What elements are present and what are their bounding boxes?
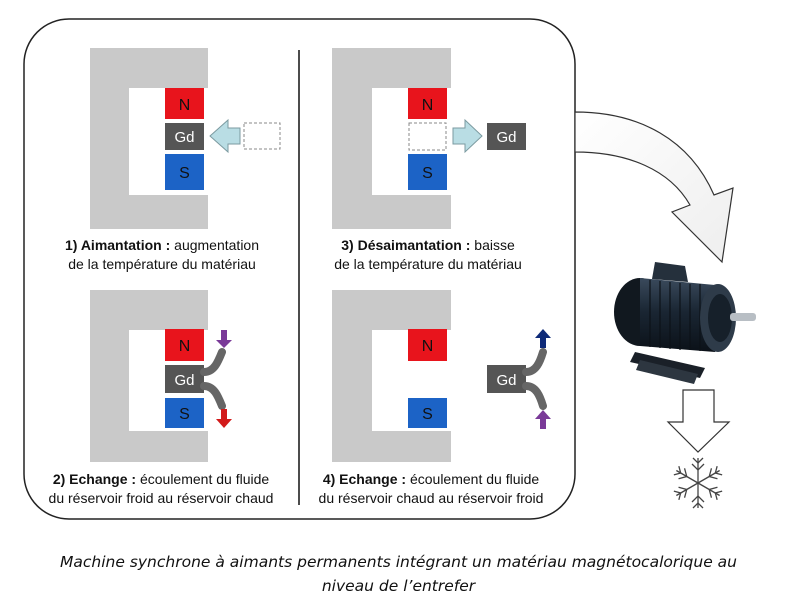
magnet-yoke (332, 290, 451, 462)
panel-2-subtitle: écoulement du fluide (136, 471, 270, 487)
south-pole (408, 154, 447, 190)
north-pole (408, 88, 447, 119)
panel-1-line2: de la température du matériau (68, 256, 256, 272)
north-label: N (422, 97, 434, 114)
up-arrow-icon (535, 329, 551, 348)
panel-3-subtitle: baisse (470, 237, 515, 253)
gd-block (165, 365, 204, 393)
gd-label: Gd (496, 372, 516, 389)
panel-3-title: 3) Désaimantation : (341, 237, 471, 253)
panel-4-title: 4) Echange : (322, 471, 407, 487)
up-arrow-icon (535, 410, 551, 429)
south-pole (165, 154, 204, 190)
panel-1-title: 1) Aimantation : (65, 237, 171, 253)
north-label: N (179, 97, 191, 114)
panel-echange-froid-chaud: N Gd S (90, 290, 232, 462)
gd-label: Gd (174, 372, 194, 389)
panel-3-line2: de la température du matériau (334, 256, 522, 272)
south-pole (165, 398, 204, 428)
panel-echange-chaud-froid: N S Gd (332, 290, 551, 462)
down-arrow-icon (216, 330, 232, 348)
south-label: S (179, 406, 190, 423)
south-pole (408, 398, 447, 428)
gd-label: Gd (174, 129, 194, 146)
panel-aimantation: N Gd S (90, 48, 281, 229)
panel-2-title: 2) Echange : (52, 471, 137, 487)
remove-arrow-icon (452, 118, 483, 154)
fluid-channel (522, 348, 547, 410)
magnet-yoke (332, 48, 451, 229)
insert-arrow-icon (209, 118, 241, 154)
electric-motor-icon (614, 262, 756, 384)
panel-desaimantation: N S Gd (332, 48, 526, 229)
panel-4-subtitle: écoulement du fluide (406, 471, 540, 487)
gd-placeholder (408, 122, 447, 151)
north-pole (165, 88, 204, 119)
panel-2-caption: 2) Echange : écoulement du fluide du rés… (28, 470, 294, 508)
down-arrow-icon (216, 409, 232, 428)
fluid-channel (200, 348, 226, 410)
north-pole (408, 329, 447, 361)
curved-arrow-icon (574, 111, 734, 264)
gd-block (165, 123, 204, 150)
panel-1-subtitle: augmentation (170, 237, 259, 253)
south-label: S (179, 165, 190, 182)
figure-caption-line1: Machine synchrone à aimants permanents i… (60, 553, 737, 571)
panel-1-caption: 1) Aimantation : augmentation de la temp… (32, 236, 292, 274)
down-arrow-icon (666, 389, 731, 453)
panel-3-caption: 3) Désaimantation : baisse de la tempéra… (298, 236, 558, 274)
figure-caption-line2: niveau de l’entrefer (321, 577, 476, 595)
gd-label: Gd (496, 129, 516, 146)
north-label: N (179, 338, 191, 355)
magnet-yoke (90, 48, 208, 229)
panel-4-line2: du réservoir chaud au réservoir froid (318, 490, 544, 506)
gd-placeholder (243, 122, 281, 150)
gd-block (487, 365, 526, 393)
north-pole (165, 329, 204, 361)
panel-4-caption: 4) Echange : écoulement du fluide du rés… (298, 470, 564, 508)
magnet-yoke (90, 290, 208, 462)
north-label: N (422, 338, 434, 355)
south-label: S (422, 406, 433, 423)
south-label: S (422, 165, 433, 182)
gd-block (487, 123, 526, 150)
panel-2-line2: du réservoir froid au réservoir chaud (48, 490, 274, 506)
snowflake-icon (672, 457, 724, 509)
